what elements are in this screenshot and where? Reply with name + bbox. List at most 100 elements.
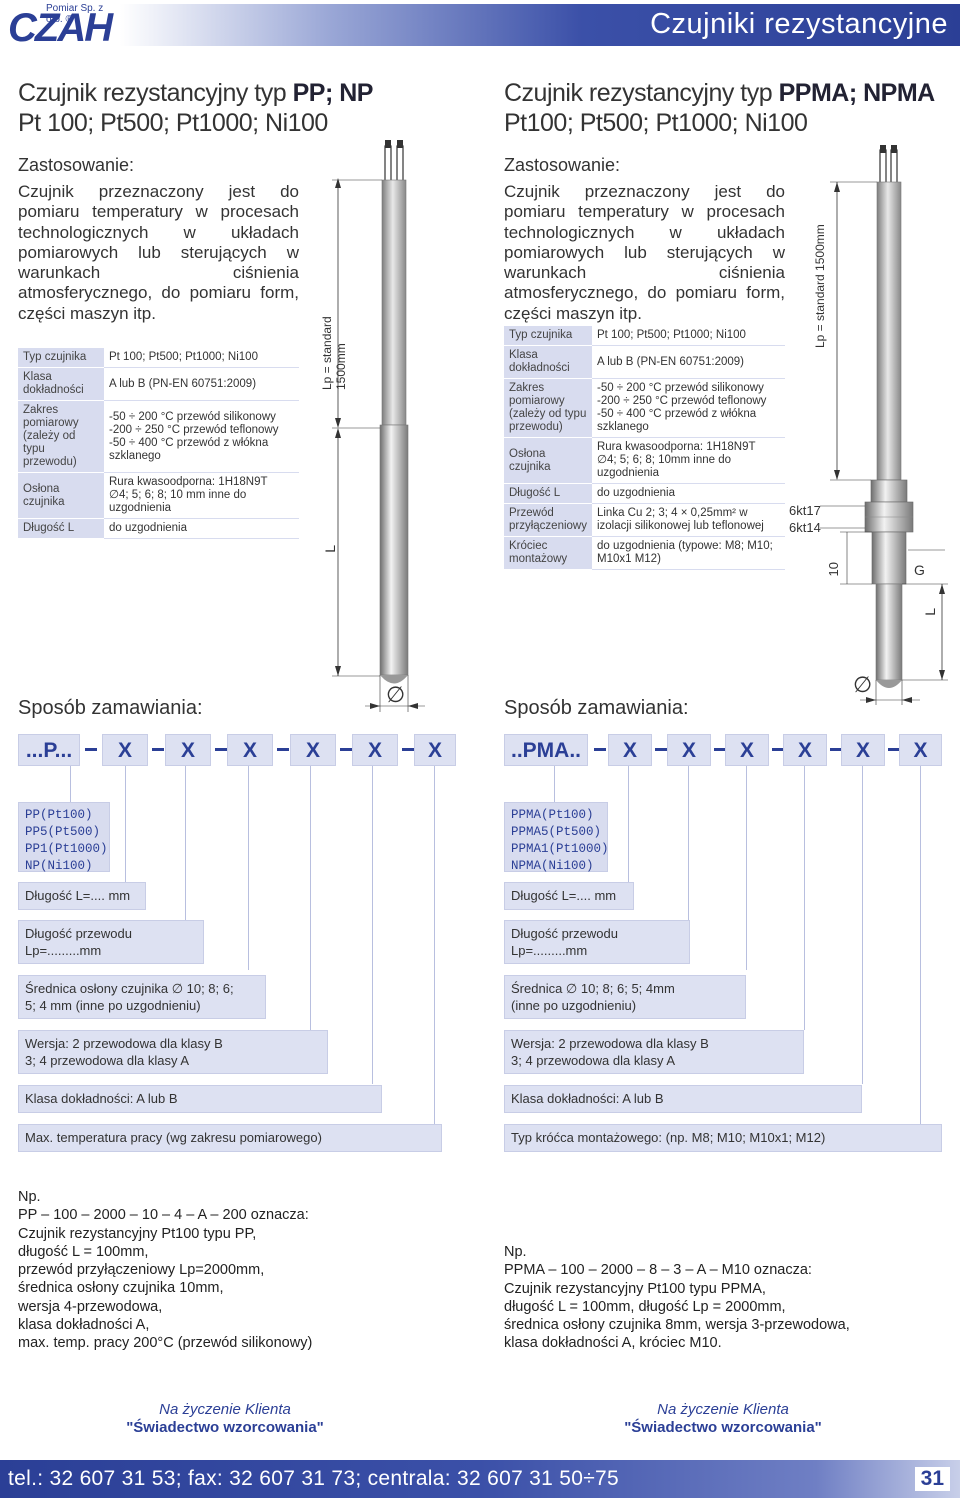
logo-subtitle: Pomiar Sp. z o.o. ® xyxy=(46,3,104,25)
left-spec-key: Typ czujnika xyxy=(18,348,104,368)
right-spec-key: Osłona czujnika xyxy=(504,437,592,484)
connector-line xyxy=(125,766,126,882)
left-title: Czujnik rezystancyjny typ PP; NP Pt 100;… xyxy=(18,78,458,138)
right-spec-value: A lub B (PN-EN 60751:2009) xyxy=(591,345,785,379)
header-title: Czujniki rezystancyjne xyxy=(650,8,948,40)
left-box-max-temp: Max. temperatura pracy (wg zakresu pomia… xyxy=(18,1124,442,1152)
right-title: Czujnik rezystancyjny typ PPMA; NPMA Pt1… xyxy=(504,78,944,138)
right-order-heading: Sposób zamawiania: xyxy=(504,697,689,719)
left-title-types: PP; NP xyxy=(292,79,374,107)
page-number: 31 xyxy=(914,1467,950,1491)
left-section-heading: Zastosowanie: xyxy=(18,155,135,175)
dash xyxy=(85,748,97,751)
right-spec-key: Króciec montażowy xyxy=(504,536,592,570)
right-order-x6: X xyxy=(899,734,942,766)
right-section-heading: Zastosowanie: xyxy=(504,155,621,175)
left-description: Czujnik przeznaczony jest do pomiaru tem… xyxy=(18,182,299,323)
right-spec-value: Rura kwasoodporna: 1H18N9T ∅4; 5; 6; 8; … xyxy=(591,437,785,484)
left-spec-value: -50 ÷ 200 °C przewód silikonowy -200 ÷ 2… xyxy=(104,400,299,473)
right-hex1-label: 6kt17 xyxy=(789,503,821,518)
left-spec-row: Zakres pomiarowy (zależy od typu przewod… xyxy=(18,400,299,473)
right-spec-key: Zakres pomiarowy (zależy od typu przewod… xyxy=(504,378,592,438)
left-order-heading: Sposób zamawiania: xyxy=(18,697,203,719)
right-description: Czujnik przeznaczony jest do pomiaru tem… xyxy=(504,182,785,323)
right-request: Na życzenie Klienta "Świadectwo wzorcowa… xyxy=(588,1401,858,1437)
right-order-code: ..PMA.. X X X X X X xyxy=(504,734,942,766)
connector-line xyxy=(862,766,863,1084)
connector-line xyxy=(554,766,555,802)
footer-bar xyxy=(0,1460,960,1498)
right-sensor-drawing xyxy=(820,145,948,705)
dash xyxy=(888,748,900,751)
left-order-x2: X xyxy=(165,734,211,766)
left-spec-value: Rura kwasoodporna: 1H18N9T ∅4; 5; 6; 8; … xyxy=(104,472,299,519)
connector-line xyxy=(688,766,689,920)
right-order-x1: X xyxy=(608,734,652,766)
right-title-line2: Pt100; Pt500; Pt1000; Ni100 xyxy=(504,109,808,137)
left-sensor-drawing xyxy=(332,140,425,712)
left-order-x1: X xyxy=(102,734,148,766)
right-box-length: Długość L=.... mm xyxy=(504,882,634,910)
right-spec-key: Długość L xyxy=(504,483,592,504)
logo-text: CZAH xyxy=(8,6,113,50)
right-spec-value: Linka Cu 2; 3; 4 × 0,25mm² w izolacji si… xyxy=(591,503,785,537)
dash xyxy=(830,748,842,751)
right-spec-value: do uzgodnienia (typowe: M8; M10; M10x1 M… xyxy=(591,536,785,570)
right-spec-row: Zakres pomiarowy (zależy od typu przewod… xyxy=(504,378,785,438)
right-request-line2: "Świadectwo wzorcowania" xyxy=(624,1419,822,1436)
left-box-cable-length: Długość przewodu Lp=.........mm xyxy=(18,920,204,964)
left-box-class: Klasa dokładności: A lub B xyxy=(18,1085,382,1113)
left-diameter-label: ∅ xyxy=(386,682,406,707)
right-request-line1: Na życzenie Klienta xyxy=(657,1401,789,1418)
left-lp-label: Lp = standard 1500mm xyxy=(320,316,348,390)
left-title-prefix: Czujnik rezystancyjny typ xyxy=(18,79,293,107)
connector-line xyxy=(434,766,435,1124)
right-box-version: Wersja: 2 przewodowa dla klasy B 3; 4 pr… xyxy=(504,1030,804,1074)
left-order-x4: X xyxy=(290,734,336,766)
left-spec-key: Klasa dokładności xyxy=(18,367,104,401)
left-spec-key: Osłona czujnika xyxy=(18,472,104,519)
company-logo: CZAH Pomiar Sp. z o.o. ® xyxy=(2,2,120,50)
left-order-x5: X xyxy=(352,734,398,766)
connector-line xyxy=(628,766,629,882)
connector-line xyxy=(372,766,373,1084)
left-request: Na życzenie Klienta "Świadectwo wzorcowa… xyxy=(90,1401,360,1437)
connector-line xyxy=(70,766,71,802)
left-box-diameter: Średnica osłony czujnika ∅ 10; 8; 6; 5; … xyxy=(18,975,266,1019)
left-order-prefix: ...P... xyxy=(18,734,80,766)
left-spec-key: Zakres pomiarowy (zależy od typu przewod… xyxy=(18,400,104,473)
page-footer: tel.: 32 607 31 53; fax: 32 607 31 73; c… xyxy=(0,1460,960,1503)
left-box-length: Długość L=.... mm xyxy=(18,882,146,910)
right-box-type: PPMA(Pt100) PPMA5(Pt500) PPMA1(Pt1000) N… xyxy=(504,802,609,873)
right-spec-value: -50 ÷ 200 °C przewód silikonowy -200 ÷ 2… xyxy=(591,378,785,438)
header-bar xyxy=(120,4,960,46)
right-order-x3: X xyxy=(725,734,769,766)
right-title-types: PPMA; NPMA xyxy=(778,79,936,107)
connector-line xyxy=(746,766,747,970)
connector-line xyxy=(185,766,186,920)
right-box-diameter: Średnica ∅ 10; 8; 6; 5; 4mm (inne po uzg… xyxy=(504,975,746,1019)
left-example: Np. PP – 100 – 2000 – 10 – 4 – A – 200 o… xyxy=(18,1189,313,1352)
right-example: Np. PPMA – 100 – 2000 – 8 – 3 – A – M10 … xyxy=(504,1244,850,1352)
left-spec-value: Pt 100; Pt500; Pt1000; Ni100 xyxy=(104,348,299,368)
left-box-type: PP(Pt100) PP5(Pt500) PP1(Pt1000) NP(Ni10… xyxy=(18,802,110,873)
dash xyxy=(277,748,289,751)
right-order-x4: X xyxy=(783,734,827,766)
left-box-version: Wersja: 2 przewodowa dla klasy B 3; 4 pr… xyxy=(18,1030,328,1074)
left-spec-value: A lub B (PN-EN 60751:2009) xyxy=(104,367,299,401)
right-order-x5: X xyxy=(841,734,885,766)
right-ten-label: 10 xyxy=(826,562,841,577)
dash xyxy=(215,748,227,751)
left-title-line2: Pt 100; Pt500; Pt1000; Ni100 xyxy=(18,109,328,137)
right-l-label: L xyxy=(922,608,938,616)
footer-contact: tel.: 32 607 31 53; fax: 32 607 31 73; c… xyxy=(8,1467,620,1490)
